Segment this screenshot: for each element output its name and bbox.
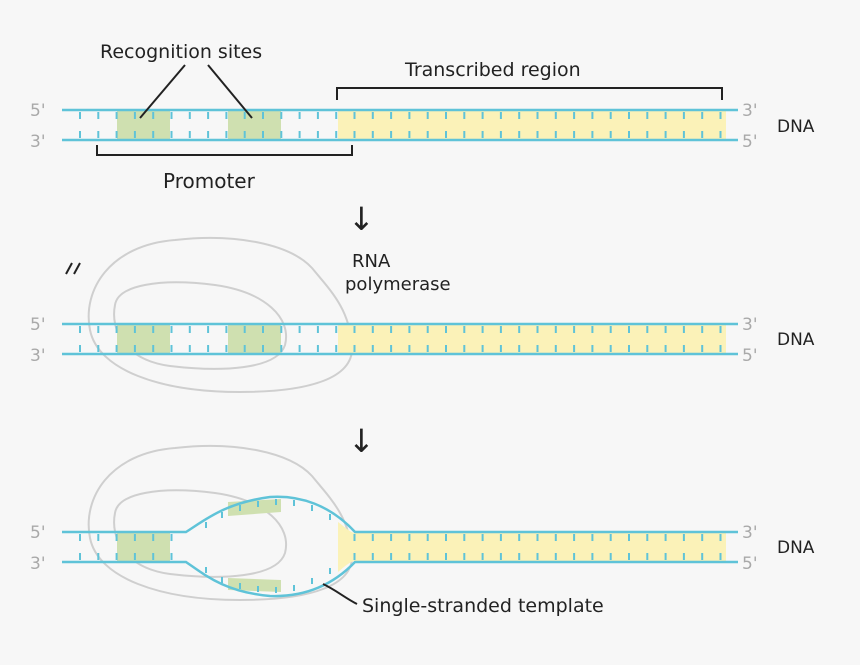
recognition-site-1 xyxy=(117,533,170,561)
recognition-site-1 xyxy=(117,325,170,353)
three-prime-bottom-left: 3' xyxy=(30,554,46,574)
panel-open-complex: Single-stranded template 5' 3' 3' 5' DNA xyxy=(30,444,815,617)
three-prime-top-right: 3' xyxy=(742,101,758,121)
transcribed-region-fill xyxy=(338,111,726,139)
five-prime-bottom-right: 5' xyxy=(742,132,758,152)
bubble-base-ticks xyxy=(205,499,331,593)
base-pair-rungs xyxy=(79,326,722,352)
base-pair-rungs xyxy=(79,112,722,138)
pointer-line-1 xyxy=(139,64,186,119)
template-pointer xyxy=(322,583,358,605)
five-prime-bottom-right: 5' xyxy=(742,554,758,574)
recognition-site-2 xyxy=(228,325,281,353)
rna-polymerase-outer xyxy=(87,236,354,394)
three-prime-bottom-left: 3' xyxy=(30,132,46,152)
three-prime-top-right: 3' xyxy=(742,315,758,335)
rna-polymerase-inner xyxy=(113,281,288,370)
rna-polymerase-outer xyxy=(87,444,354,602)
five-prime-top-left: 5' xyxy=(30,315,46,335)
panel-promoter-dna: Recognition sites Transcribed region Pro… xyxy=(30,41,815,193)
three-prime-top-right: 3' xyxy=(742,523,758,543)
single-stranded-template-label: Single-stranded template xyxy=(362,595,604,617)
transcribed-region-fill xyxy=(352,533,726,561)
base-pair-rungs xyxy=(79,534,722,560)
pointer-line-2 xyxy=(207,64,253,119)
down-arrow-2: ↓ xyxy=(348,422,375,460)
transcribed-region-label: Transcribed region xyxy=(404,59,581,81)
down-arrow-1: ↓ xyxy=(348,200,375,238)
recognition-site-2-bottom xyxy=(228,578,281,592)
rna-polymerase-label-line1: RNA xyxy=(352,251,391,272)
promoter-label: Promoter xyxy=(163,169,256,193)
recognition-sites-label: Recognition sites xyxy=(100,41,262,63)
rna-polymerase-inner xyxy=(113,489,288,578)
dna-label-3: DNA xyxy=(777,538,815,558)
bottom-strand xyxy=(62,560,738,598)
transcribed-region-bracket xyxy=(336,87,723,100)
recognition-site-2 xyxy=(228,111,281,139)
promoter-bracket xyxy=(96,145,353,156)
rna-polymerase-label-line2: polymerase xyxy=(345,274,451,295)
transcribed-region-fill xyxy=(338,325,726,353)
top-strand xyxy=(62,495,738,534)
five-prime-top-left: 5' xyxy=(30,523,46,543)
three-prime-bottom-left: 3' xyxy=(30,346,46,366)
panel-polymerase-bound: RNA polymerase 5' 3' 3' 5' DNA xyxy=(30,236,815,394)
transcribed-bubble-fill xyxy=(338,522,354,572)
five-prime-bottom-right: 5' xyxy=(742,346,758,366)
dna-label-2: DNA xyxy=(777,330,815,350)
dna-label-1: DNA xyxy=(777,117,815,137)
motion-mark-2 xyxy=(73,262,81,275)
recognition-site-1 xyxy=(117,111,170,139)
five-prime-top-left: 5' xyxy=(30,101,46,121)
recognition-site-2-top xyxy=(228,499,281,516)
motion-mark-1 xyxy=(65,262,73,275)
